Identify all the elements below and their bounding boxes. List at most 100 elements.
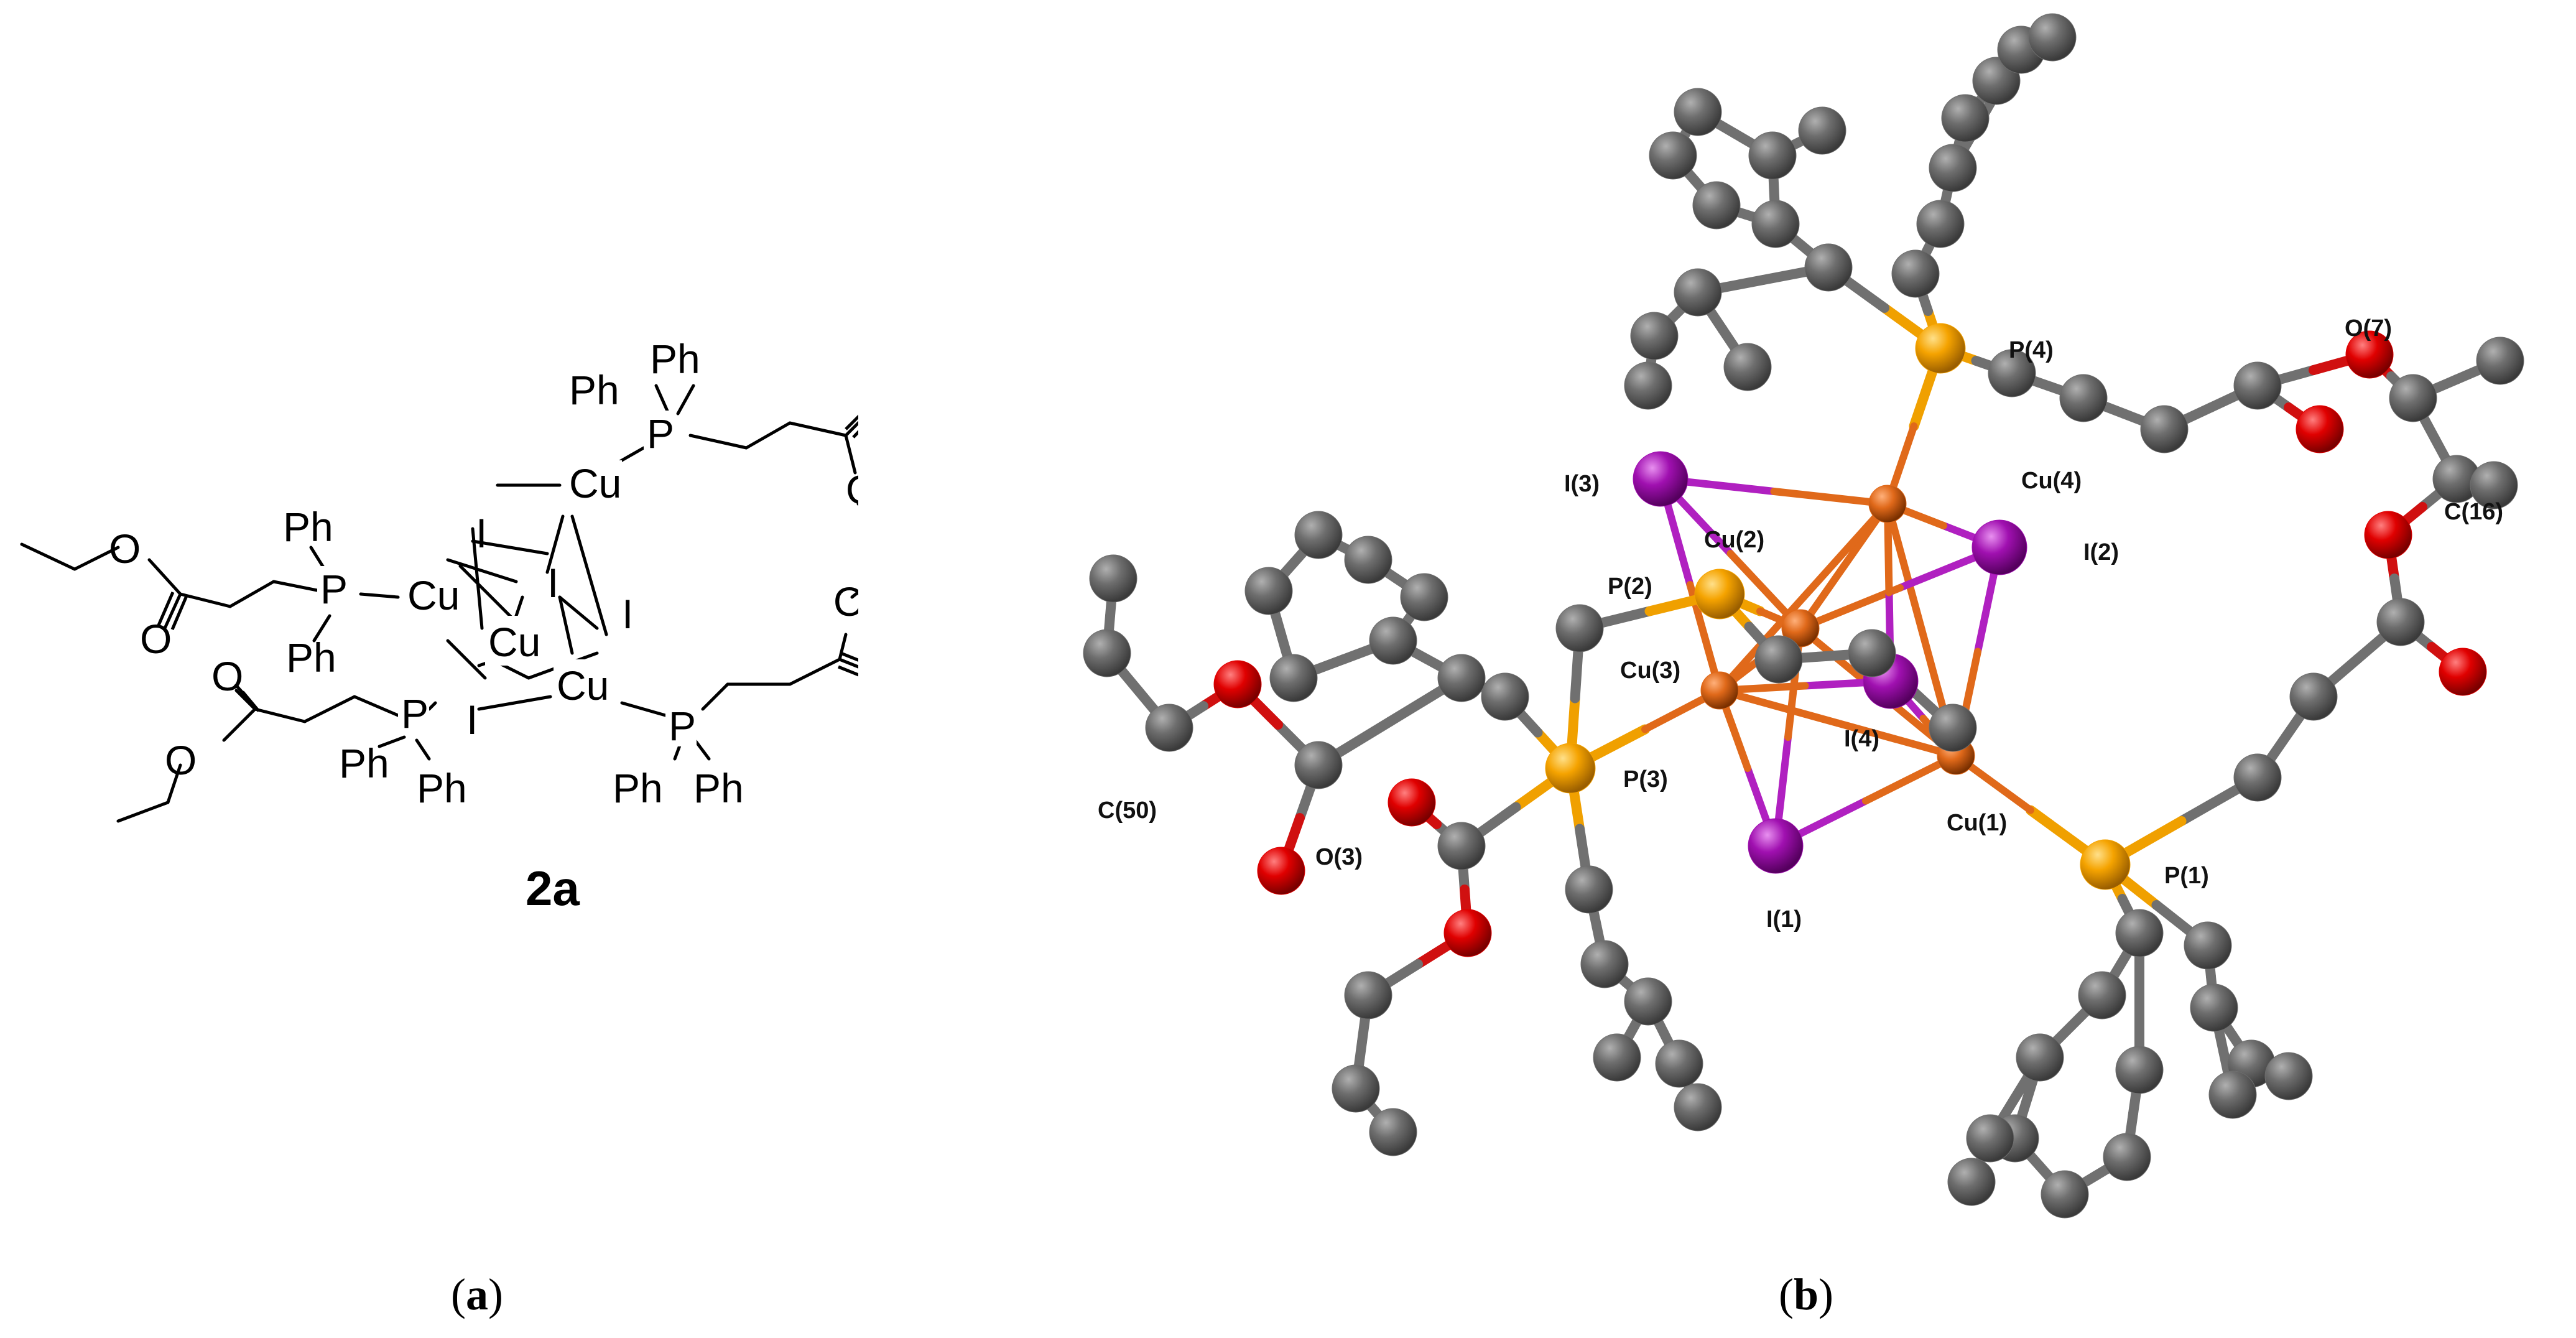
atom-i-i3: [1633, 451, 1689, 507]
atom-c-c9: [1751, 200, 1800, 248]
cu-top-label: Cu: [569, 460, 621, 506]
panel-a-caption-letter: a: [465, 1270, 488, 1319]
label-p4: P(4): [2009, 337, 2054, 363]
panel-b-caption: (b): [1779, 1270, 1834, 1319]
atom-c-c38: [2190, 983, 2238, 1032]
atom-c-c16: [1630, 312, 1679, 360]
label-c16: C(16): [2444, 499, 2503, 525]
atom-c-c14: [1798, 106, 1846, 155]
atom-c-c67: [1754, 635, 1803, 684]
atom-c-c31: [2078, 971, 2126, 1020]
atom-c-c13: [1748, 131, 1797, 180]
bond-cu3-cu1-b: [1834, 719, 1960, 760]
label-cu1: Cu(1): [1947, 810, 2007, 836]
atom-i-i2: [1971, 519, 2027, 575]
iodine-label-4: I: [466, 697, 478, 743]
phenyl-label-4: Ph: [286, 634, 336, 681]
label-cu3: Cu(3): [1620, 657, 1680, 684]
label-cu2: Cu(2): [1704, 527, 1764, 553]
panel-a-caption: (a): [451, 1270, 503, 1319]
label-cu4: Cu(4): [2021, 468, 2082, 494]
phenyl-label-2: Ph: [650, 336, 700, 382]
label-p2: P(2): [1608, 574, 1652, 600]
oxygen-label-2: O: [846, 467, 858, 513]
atom-c-c57: [1674, 1083, 1722, 1131]
atom-c-c20: [2059, 374, 2108, 422]
atom-c-c61: [1332, 1064, 1380, 1113]
cu-mid-label: Cu: [488, 619, 540, 665]
atom-c-c21: [2140, 405, 2189, 453]
atom-c-c44: [1481, 672, 1529, 721]
atom-c-c3: [1929, 144, 1977, 192]
atom-c-c45: [1437, 654, 1486, 702]
atom-o-o7b: [2296, 405, 2344, 453]
atom-o-o3a: [1388, 778, 1436, 827]
phenyl-label-6: Ph: [417, 765, 467, 811]
atom-c-c46: [1369, 616, 1417, 665]
atom-cu-cu2: [1781, 609, 1820, 648]
panel-a-structural-formula: Cu Cu Cu Cu I I I I P P P P O O O O O O …: [0, 0, 858, 1338]
structural-formula: Cu Cu Cu Cu I I I I P P P P O O O O O O …: [20, 336, 858, 916]
atom-o-o_e1: [2364, 511, 2412, 559]
atom-c-c48: [1344, 536, 1392, 584]
atom-c-c50: [1244, 567, 1293, 615]
atom-c-c29: [2233, 753, 2282, 802]
atom-c-c26: [2470, 461, 2518, 509]
atom-c-c62: [1369, 1108, 1417, 1156]
compound-label: 2a: [526, 861, 580, 916]
label-o3: O(3): [1315, 844, 1363, 870]
atom-layer: [1083, 13, 2524, 1219]
atom-c-c32: [2016, 1033, 2064, 1082]
atom-o-o_l2: [1257, 847, 1305, 895]
atom-c-c69: [1929, 704, 1977, 752]
atom-c-c37: [2184, 921, 2232, 970]
atom-c-c60: [1344, 971, 1392, 1020]
atom-c-c30: [2115, 909, 2164, 957]
atom-c-c36: [2115, 1046, 2164, 1094]
atom-p-p3: [1545, 743, 1596, 794]
panel-b-crystal-structure: P(4) O(7) I(3) Cu(4) Cu(2) I(2) P(2) C(1…: [858, 0, 2576, 1338]
atom-c-c58: [1593, 1033, 1641, 1082]
atom-c-c25: [2476, 337, 2524, 385]
phenyl-label-7: Ph: [613, 765, 663, 811]
phosphorus-bottom-left-label: P: [401, 690, 429, 736]
oxygen-label-6: O: [165, 737, 197, 783]
atom-c-c40: [2264, 1052, 2313, 1100]
atom-c-c54: [1580, 940, 1629, 988]
atom-c-c18: [1723, 343, 1772, 391]
atom-c-c56: [1655, 1039, 1703, 1088]
phenyl-label-8: Ph: [693, 765, 744, 811]
atom-c-c23: [2389, 374, 2437, 422]
phenyl-label-5: Ph: [339, 740, 389, 786]
phenyl-label-3: Ph: [283, 504, 333, 550]
atom-o-o3b: [1443, 909, 1492, 957]
atom-c-c68: [1848, 629, 1896, 677]
atom-c-c35: [2103, 1133, 2151, 1181]
label-p3: P(3): [1623, 766, 1668, 792]
atom-p-p4: [1915, 323, 1966, 374]
bond-cu3-cu1-a: [1716, 687, 1842, 727]
atom-c-c59: [1437, 822, 1486, 870]
label-p1: P(1): [2164, 863, 2209, 889]
atom-c-c10: [1692, 181, 1741, 230]
label-i2: I(2): [2083, 539, 2119, 565]
atom-c-c2: [1916, 200, 1965, 248]
atom-p-p2: [1694, 569, 1745, 620]
oxygen-label-5: O: [211, 653, 243, 699]
atom-c-c52: [1555, 604, 1604, 653]
iodine-label-1: I: [476, 510, 487, 556]
bond-cu4-cu3-a: [1800, 500, 1891, 601]
atom-c-c19: [1988, 349, 2036, 397]
phenyl-label-1: Ph: [569, 367, 619, 413]
bond-cu4-cu1-a: [1884, 500, 1925, 634]
oxygen-label-3: O: [109, 526, 141, 572]
label-i1: I(1): [1766, 906, 1802, 932]
phosphorus-bottom-right-label: P: [669, 703, 696, 749]
atom-o-o7a: [2345, 330, 2394, 379]
label-o7: O(7): [2345, 315, 2392, 341]
atom-c-c63: [1294, 741, 1343, 789]
atom-c-c1: [1891, 249, 1940, 298]
atom-c-c11: [1649, 131, 1697, 180]
phosphorus-left-label: P: [320, 566, 348, 612]
